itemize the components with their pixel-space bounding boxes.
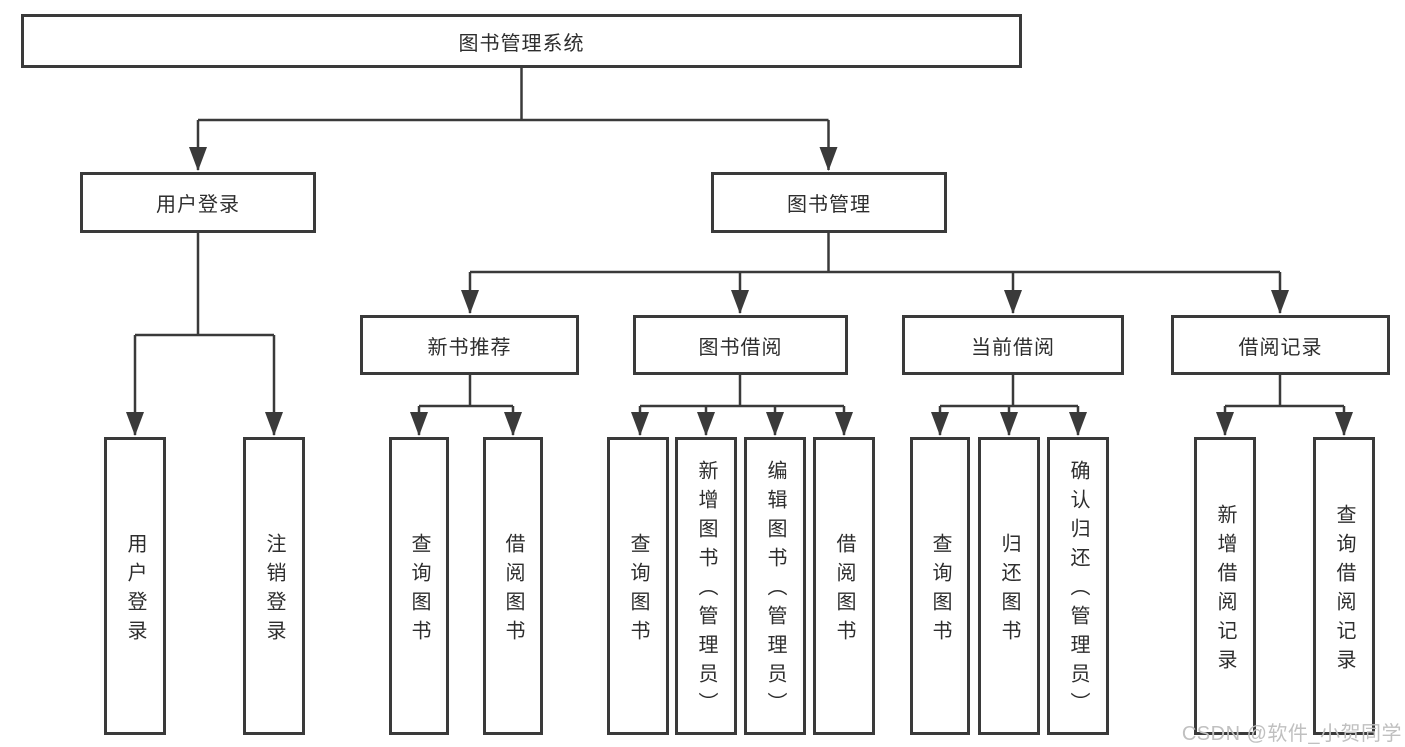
leaf-borrow-books-rec: 借阅图书 (483, 437, 543, 735)
leaf-user-login-label: 用户登录 (124, 532, 146, 649)
leaf-logout: 注销登录 (243, 437, 305, 735)
node-user-login-label: 用户登录 (156, 194, 240, 216)
node-new-book-rec: 新书推荐 (360, 315, 579, 375)
leaf-add-borrow-record: 新增借阅记录 (1194, 437, 1256, 735)
node-user-login: 用户登录 (80, 172, 316, 233)
leaf-query-books-rec: 查询图书 (389, 437, 449, 735)
leaf-return-book: 归还图书 (978, 437, 1040, 735)
node-new-book-rec-label: 新书推荐 (427, 336, 512, 359)
leaf-borrow-books-label: 借阅图书 (833, 532, 855, 649)
leaf-query-books-current: 查询图书 (910, 437, 970, 735)
leaf-return-book-label: 归还图书 (998, 532, 1020, 649)
leaf-user-login: 用户登录 (104, 437, 166, 735)
node-current-borrow: 当前借阅 (902, 315, 1124, 375)
node-root-library-system: 图书管理系统 (21, 14, 1022, 68)
leaf-edit-book-admin-label: 编辑图书（管理员） (764, 460, 786, 721)
node-current-borrow-label: 当前借阅 (971, 336, 1055, 359)
leaf-logout-label: 注销登录 (263, 532, 285, 649)
node-root-label: 图书管理系统 (458, 32, 585, 55)
leaf-confirm-return-admin-label: 确认归还（管理员） (1067, 460, 1089, 721)
leaf-query-books-rec-label: 查询图书 (408, 532, 430, 649)
node-book-mgmt: 图书管理 (711, 172, 947, 233)
leaf-add-borrow-record-label: 新增借阅记录 (1214, 503, 1236, 678)
node-book-borrow: 图书借阅 (633, 315, 848, 375)
leaf-add-book-admin-label: 新增图书（管理员） (695, 460, 717, 721)
leaf-query-books-current-label: 查询图书 (929, 532, 951, 649)
leaf-edit-book-admin: 编辑图书（管理员） (744, 437, 806, 735)
leaf-confirm-return-admin: 确认归还（管理员） (1047, 437, 1109, 735)
node-book-mgmt-label: 图书管理 (787, 194, 871, 216)
leaf-query-borrow-record-label: 查询借阅记录 (1333, 503, 1355, 678)
node-book-borrow-label: 图书借阅 (698, 336, 783, 359)
node-borrow-records-label: 借阅记录 (1238, 336, 1323, 359)
node-borrow-records: 借阅记录 (1171, 315, 1390, 375)
csdn-watermark: CSDN @软件_小贺同学 (1181, 723, 1402, 745)
leaf-query-books-borrow: 查询图书 (607, 437, 669, 735)
leaf-query-borrow-record: 查询借阅记录 (1313, 437, 1375, 735)
leaf-add-book-admin: 新增图书（管理员） (675, 437, 737, 735)
leaf-query-books-borrow-label: 查询图书 (627, 532, 649, 649)
leaf-borrow-books: 借阅图书 (813, 437, 875, 735)
leaf-borrow-books-rec-label: 借阅图书 (502, 532, 524, 649)
